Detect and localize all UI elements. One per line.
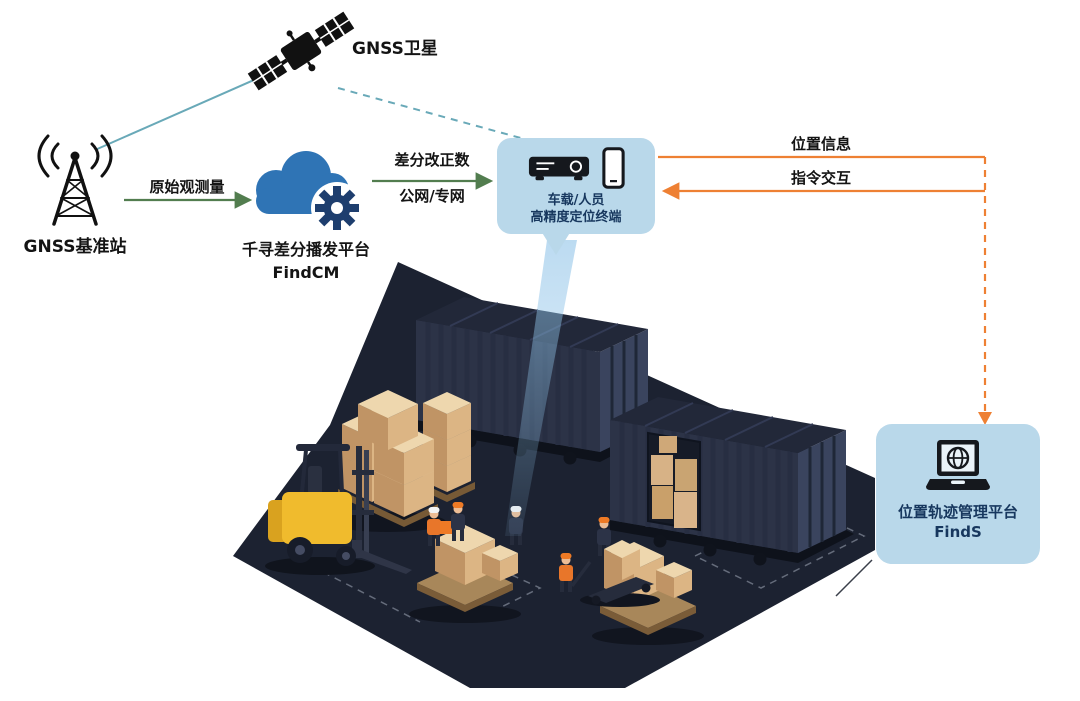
edge-label-command-interaction: 指令交互 <box>790 169 851 187</box>
terminal-node: 车载/人员 高精度定位终端 <box>497 138 655 255</box>
forklift <box>265 444 412 575</box>
link-satellite-to-terminal <box>337 87 529 141</box>
shipping-container-2 <box>610 397 854 566</box>
cloud-platform-product: FindCM <box>272 263 340 283</box>
laptop-globe-icon <box>926 440 990 490</box>
terminal-caption-2: 高精度定位终端 <box>530 209 622 225</box>
satellite-label: GNSS卫星 <box>352 39 438 59</box>
base-station-label: GNSS基准站 <box>23 237 127 257</box>
diagram-links <box>94 71 992 597</box>
pallet-boxes-1 <box>409 525 521 623</box>
platform-caption-1: 位置轨迹管理平台 <box>897 503 1018 521</box>
satellite-icon <box>245 5 360 93</box>
worker <box>427 507 455 546</box>
cloud-platform-name: 千寻差分播发平台 <box>241 240 370 259</box>
arrowhead-platform <box>978 412 992 425</box>
yard-floor <box>233 262 875 688</box>
management-platform-node: 位置轨迹管理平台 FindS <box>876 424 1040 564</box>
smartphone-icon <box>601 147 625 189</box>
positioning-beam <box>505 240 577 536</box>
cloud-gear-icon <box>240 138 372 234</box>
edge-label-raw-observation: 原始观测量 <box>149 178 225 196</box>
cloud-platform-caption: 千寻差分播发平台 FindCM <box>236 238 376 284</box>
antenna-tower-icon <box>20 128 130 228</box>
pallet-jack <box>570 540 660 607</box>
edge-label-position-info: 位置信息 <box>790 135 851 153</box>
worker <box>559 553 573 592</box>
edge-label-corrections-2: 公网/专网 <box>399 187 465 205</box>
link-satellite-to-base <box>94 71 273 151</box>
edge-label-corrections-1: 差分改正数 <box>394 151 470 169</box>
terminal-caption-1: 车载/人员 <box>547 193 605 208</box>
gear-icon <box>315 186 359 230</box>
pointer-platform-to-scene <box>835 559 873 597</box>
worker <box>451 502 465 541</box>
container-open-door-cargo <box>647 431 701 532</box>
box-stacks <box>330 390 475 532</box>
warehouse-scene <box>233 240 875 688</box>
gnss-receiver-icon <box>528 156 589 181</box>
platform-caption-2: FindS <box>934 522 982 541</box>
